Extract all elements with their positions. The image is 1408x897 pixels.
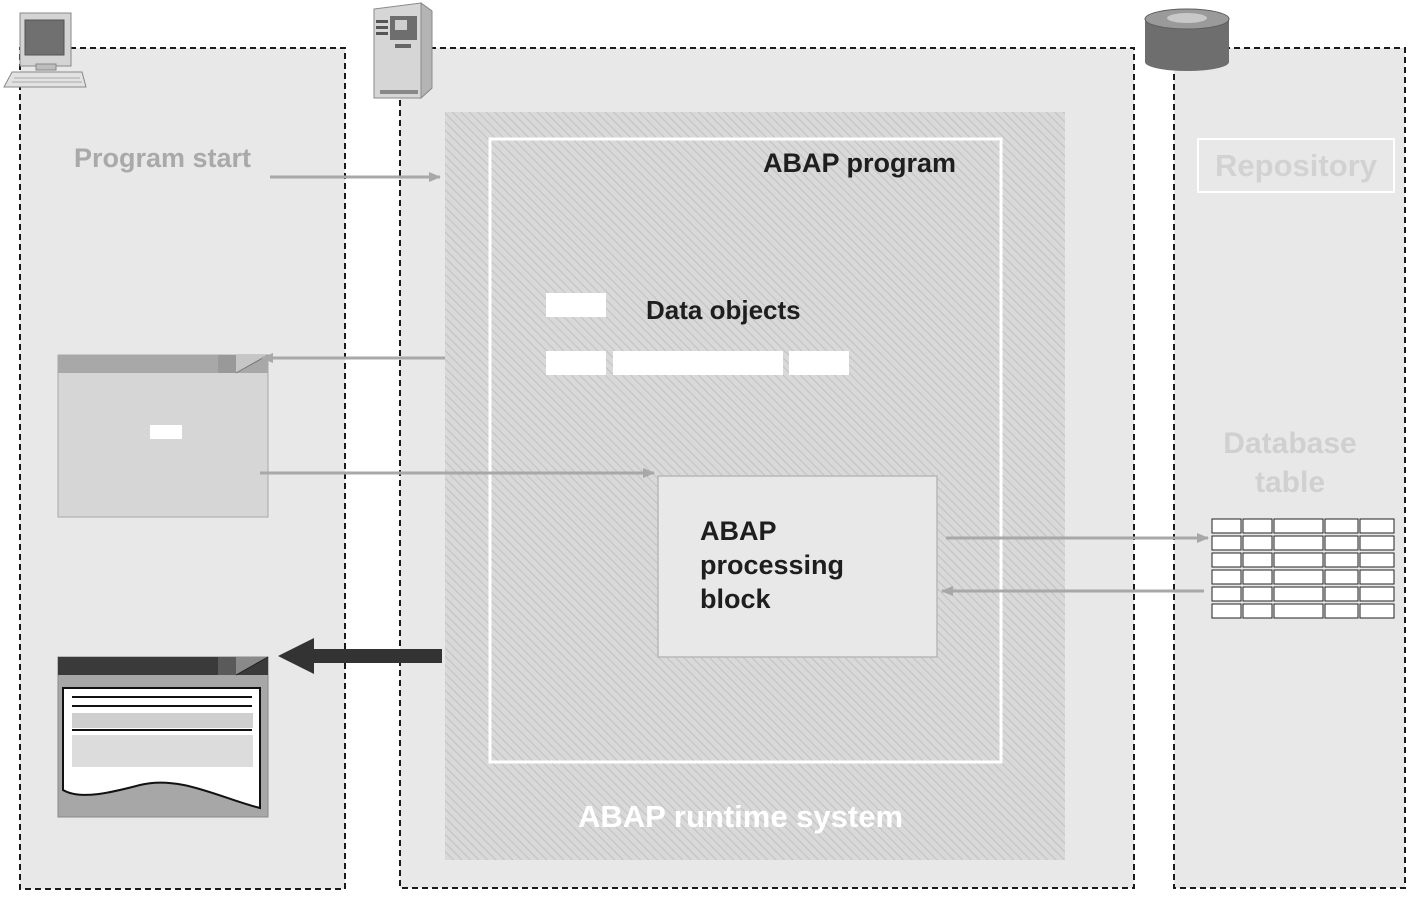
desktop-computer-icon <box>3 12 87 88</box>
dialog-window-icon <box>57 354 269 518</box>
data-object-field <box>789 351 849 375</box>
processing-block-label: ABAP processing block <box>700 516 845 614</box>
list-output-window-icon <box>57 656 269 818</box>
database-lane <box>1173 47 1406 889</box>
runtime-system-label: ABAP runtime system <box>578 799 904 834</box>
database-table-grid-icon <box>1211 518 1395 619</box>
data-object-field <box>546 293 606 317</box>
data-objects-label: Data objects <box>646 295 801 325</box>
abap-processing-block-box <box>657 475 938 658</box>
abap-program-label: ABAP program <box>763 148 957 178</box>
data-object-field <box>546 351 606 375</box>
list-output-arrow <box>278 638 442 674</box>
data-object-field <box>613 351 783 375</box>
data-objects-fields <box>546 293 849 375</box>
database-table-label: Database table <box>1223 427 1357 499</box>
abap-program-frame <box>488 137 1003 764</box>
program-start-label: Program start <box>73 143 252 173</box>
server-tower-icon <box>373 2 433 100</box>
database-cylinder-icon <box>1144 8 1230 71</box>
repository-label: Repository <box>1197 138 1395 193</box>
